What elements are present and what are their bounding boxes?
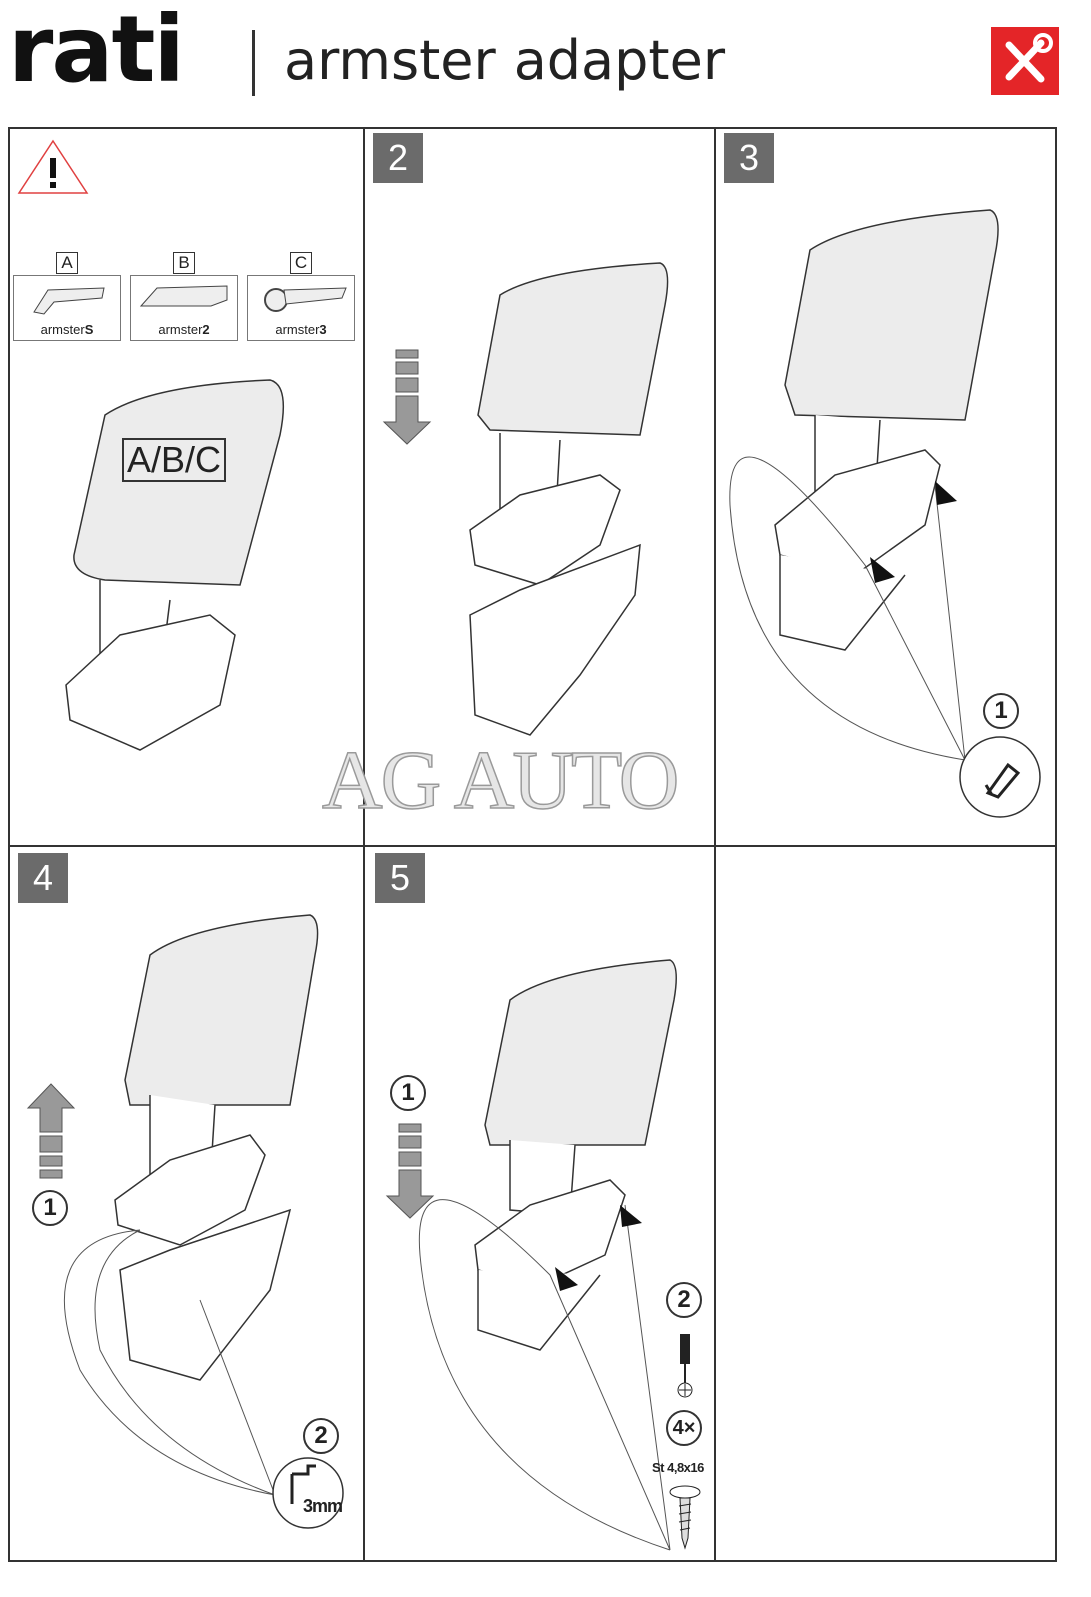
arrow-up-icon [26, 1083, 76, 1179]
armrest-illustration [65, 379, 285, 751]
sealant-icon [959, 736, 1041, 818]
armrest-illustration [418, 959, 677, 1551]
step-number: 5 [375, 853, 425, 903]
step-number: 3 [724, 133, 774, 183]
armrest-2-image [139, 285, 228, 307]
arrow-down-icon [382, 349, 432, 445]
screw-icon [669, 1485, 701, 1550]
armrest-illustration [729, 209, 999, 761]
step-number: 2 [373, 133, 423, 183]
divider [714, 127, 716, 1562]
screw-spec: St 4,8x16 [652, 1460, 704, 1475]
tools-icon [991, 27, 1059, 95]
variant-letter: B [173, 252, 195, 274]
brand-logo: rati [8, 0, 185, 103]
step-number: 4 [18, 853, 68, 903]
product-suffix: adapter [513, 29, 726, 92]
armrest-illustration [63, 914, 319, 1496]
quantity-badge: 4× [666, 1410, 702, 1446]
armrest-3-image [264, 287, 347, 312]
header-divider [252, 30, 255, 96]
callout-number: 2 [303, 1418, 339, 1454]
divider [363, 127, 365, 1562]
warning-icon [17, 139, 89, 194]
armrest-illustration [469, 262, 669, 736]
product-name: armster [284, 29, 496, 92]
watermark: AG AUTO [321, 733, 680, 828]
drill-size: 3mm [303, 1496, 343, 1516]
armrest-s-image [33, 287, 105, 315]
variant-letter: A [56, 252, 78, 274]
instruction-grid [8, 127, 1057, 1562]
callout-number: 1 [983, 693, 1019, 729]
armrest-variant-label: A/B/C [122, 438, 227, 482]
drill-icon [272, 1457, 344, 1529]
callout-number: 1 [32, 1190, 68, 1226]
divider [8, 845, 1057, 847]
variant-letter: C [290, 252, 312, 274]
callout-number: 2 [666, 1282, 702, 1318]
callout-number: 1 [390, 1075, 426, 1111]
page-title: armster adapter [284, 26, 725, 96]
arrow-down-icon [385, 1123, 435, 1219]
screwdriver-icon [677, 1334, 693, 1398]
